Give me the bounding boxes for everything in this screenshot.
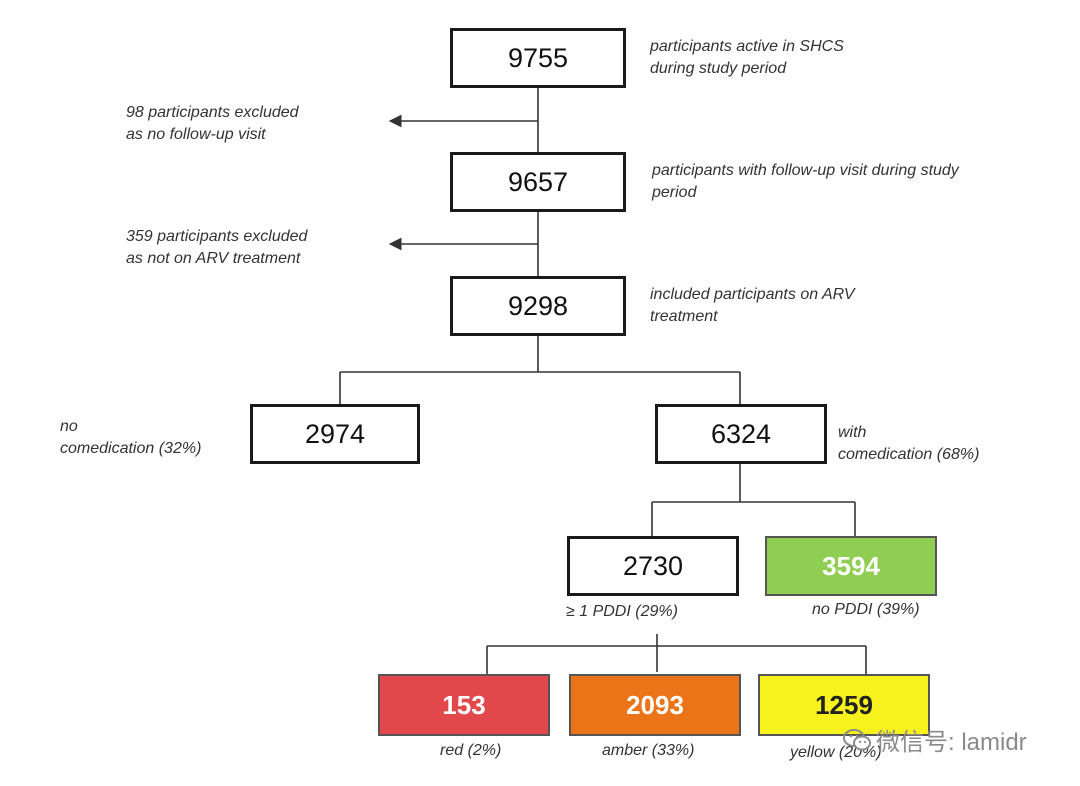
watermark-text: 微信号: lamidr <box>876 729 1027 756</box>
note-yellow: yellow (20%) <box>790 744 882 761</box>
note-amber: amber (33%) <box>602 742 695 759</box>
box-active-participants: 9755 <box>450 28 626 88</box>
note-excluded-359: 359 participants excluded as not on ARV … <box>126 228 308 267</box>
box-amber: 2093 <box>569 674 741 736</box>
note-excluded-98: 98 participants excluded as no follow-up… <box>126 104 299 143</box>
box-red: 153 <box>378 674 550 736</box>
note-pddi: ≥ 1 PDDI (29%) <box>566 603 678 620</box>
box-pddi: 2730 <box>567 536 739 596</box>
box-no-pddi: 3594 <box>765 536 937 596</box>
box-included-participants: 9298 <box>450 276 626 336</box>
note-followup: participants with follow-up visit during… <box>652 162 959 201</box>
box-followup-participants: 9657 <box>450 152 626 212</box>
box-with-comedication: 6324 <box>655 404 827 464</box>
note-red: red (2%) <box>440 742 502 759</box>
note-no-pddi: no PDDI (39%) <box>812 601 920 618</box>
note-included: included participants on ARV treatment <box>650 286 855 325</box>
note-no-comedication: no comedication (32%) <box>60 418 202 457</box>
note-active: participants active in SHCS during study… <box>650 38 844 77</box>
wechat-icon <box>843 728 871 750</box>
note-with-comedication: with comedication (68%) <box>838 424 980 463</box>
box-no-comedication: 2974 <box>250 404 420 464</box>
box-yellow: 1259 <box>758 674 930 736</box>
watermark: 微信号: lamidr <box>842 722 1027 757</box>
